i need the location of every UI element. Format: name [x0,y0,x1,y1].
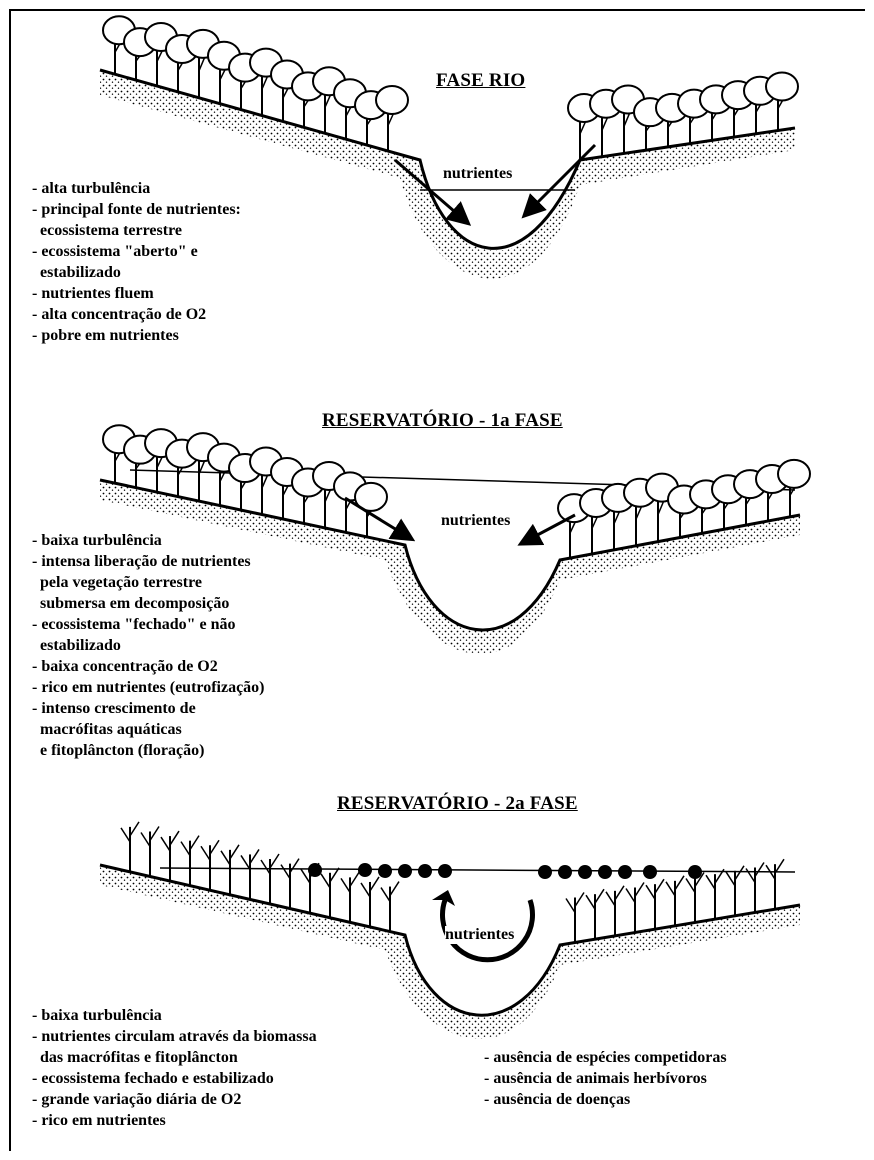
phase1-note: - rico em nutrientes (eutrofização) [32,677,265,698]
dead-tree [361,877,379,927]
phase1-note: submersa em decomposição [32,593,265,614]
tree [376,86,408,151]
reservoir-phase2-notes: - baixa turbulência - nutrientes circula… [32,1005,317,1131]
macrophyte-cluster [688,865,702,879]
macrophyte-cluster [598,865,612,879]
river-note: estabilizado [32,262,241,283]
phase2-absence-note: - ausência de espécies competidoras [484,1047,727,1068]
phase2-note: das macrófitas e fitoplâncton [32,1047,317,1068]
dead-tree [586,889,604,939]
river-note: - alta concentração de O2 [32,304,241,325]
river-note: ecossistema terrestre [32,220,241,241]
reservoir-phase1-notes: - baixa turbulência - intensa liberação … [32,530,265,761]
river-note: - nutrientes fluem [32,283,241,304]
dead-tree [746,863,764,913]
phase2-absence-note: - ausência de animais herbívoros [484,1068,727,1089]
dead-tree [606,886,624,936]
dead-tree [646,879,664,929]
phase1-note: - ecossistema "fechado" e não [32,614,265,635]
phase1-note: - intenso crescimento de [32,698,265,719]
river-note: - pobre em nutrientes [32,325,241,346]
river-note: - ecossistema "aberto" e [32,241,241,262]
river-note: - alta turbulência [32,178,241,199]
dead-tree [726,866,744,916]
macrophyte-cluster [358,863,372,877]
phase1-note: - baixa turbulência [32,530,265,551]
macrophyte-cluster [438,864,452,878]
macrophyte-cluster [398,864,412,878]
dead-tree [381,882,399,932]
macrophyte-cluster [558,865,572,879]
macrophyte-cluster [643,865,657,879]
dead-tree [706,869,724,919]
panel-title-river: FASE RIO [436,70,525,92]
river-phase-notes: - alta turbulência - principal fonte de … [32,178,241,346]
panel-title-reservoir-phase2: RESERVATÓRIO - 2a FASE [337,793,578,815]
phase1-note: pela vegetação terrestre [32,572,265,593]
phase1-note: - intensa liberação de nutrientes [32,551,265,572]
dead-tree [321,868,339,918]
nutrients-label-river: nutrientes [443,165,512,183]
dead-tree [281,859,299,909]
reservoir-phase2-absences: - ausência de espécies competidoras - au… [484,1047,727,1110]
phase1-note: macrófitas aquáticas [32,719,265,740]
river-note: - principal fonte de nutrientes: [32,199,241,220]
dead-tree [241,849,259,899]
macrophyte-cluster [308,863,322,877]
dead-tree [121,822,139,872]
macrophyte-cluster [618,865,632,879]
phase2-absence-note: - ausência de doenças [484,1089,727,1110]
dead-tree [201,840,219,890]
dead-tree [221,845,239,895]
phase2-note: - nutrientes circulam através da biomass… [32,1026,317,1047]
panel-title-reservoir-phase1: RESERVATÓRIO - 1a FASE [322,410,563,432]
phase2-note: - baixa turbulência [32,1005,317,1026]
macrophyte-cluster [538,865,552,879]
dead-tree [686,873,704,923]
phase2-note: - ecossistema fechado e estabilizado [32,1068,317,1089]
phase2-note: - grande variação diária de O2 [32,1089,317,1110]
phase1-note: estabilizado [32,635,265,656]
nutrients-label-phase2: nutrientes [445,926,514,944]
phase2-note: - rico em nutrientes [32,1110,317,1131]
dead-tree [181,836,199,886]
dead-tree [626,883,644,933]
macrophyte-cluster [578,865,592,879]
nutrients-label-phase1: nutrientes [441,512,510,530]
phase1-note: e fitoplâncton (floração) [32,740,265,761]
release-arrow-right [528,515,575,540]
dead-tree [161,831,179,881]
phase1-note: - baixa concentração de O2 [32,656,265,677]
macrophyte-cluster [378,864,392,878]
dead-tree [341,872,359,922]
dead-tree [141,826,159,876]
dead-tree [766,859,784,909]
submerged-tree [355,483,387,537]
dead-tree [566,893,584,943]
dead-tree [666,876,684,926]
dead-tree [261,854,279,904]
macrophyte-cluster [418,864,432,878]
